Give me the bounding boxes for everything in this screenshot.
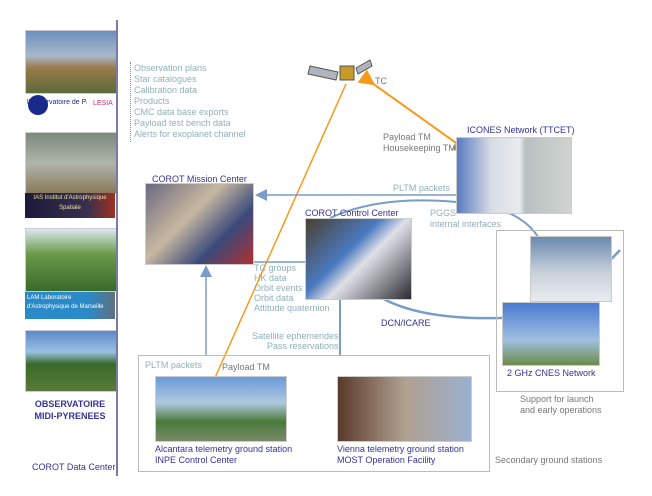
tc-label: TC bbox=[375, 76, 387, 86]
payload-tm-label: Payload TM Housekeeping TM bbox=[383, 132, 456, 153]
vienna-photo bbox=[337, 376, 472, 442]
data-center-label: COROT Data Center bbox=[32, 462, 116, 472]
control-center-title: COROT Control Center bbox=[305, 208, 399, 218]
omp-photo bbox=[25, 330, 117, 392]
ias-banner: IAS Institut d'Astrophysique Spatiale bbox=[25, 193, 115, 218]
cnes-box bbox=[496, 230, 624, 392]
bottom-pltm-label: PLTM packets bbox=[145, 360, 202, 370]
bottom-payload-label: Payload TM bbox=[222, 362, 270, 372]
dcn-icare-label: DCN/ICARE bbox=[381, 318, 431, 328]
data-list: Observation plans Star catalogues Calibr… bbox=[134, 63, 246, 139]
ephemerides-label: Satellite ephemerides Pass reservations bbox=[252, 331, 339, 351]
secondary-stations-box bbox=[138, 355, 490, 472]
icones-satellite-arrow bbox=[357, 69, 470, 153]
mission-center-title: COROT Mission Center bbox=[152, 174, 247, 184]
icones-title: ICONES Network (TTCET) bbox=[467, 125, 575, 135]
pltm-packets-label: PLTM packets bbox=[393, 183, 450, 193]
alcantara-photo bbox=[155, 376, 287, 442]
control-center-photo bbox=[305, 218, 412, 300]
dotted-line bbox=[130, 62, 131, 142]
observatoire-paris-logo: l'Observatoire de Paris LESIA bbox=[25, 95, 115, 115]
lam-banner: LAM Laboratoire d'Astrophysique de Marse… bbox=[25, 292, 115, 319]
alcantara-caption: Alcantara telemetry ground station INPE … bbox=[155, 444, 293, 465]
tc-uplink-line bbox=[213, 83, 347, 381]
omp-title: OBSERVATOIRE MIDI-PYRENEES bbox=[34, 399, 106, 421]
cnes-antenna-photo-2 bbox=[502, 302, 600, 366]
satellite-icon bbox=[307, 59, 373, 81]
icones-photo bbox=[456, 137, 572, 214]
cnes-label: 2 GHz CNES Network bbox=[507, 368, 596, 378]
divider bbox=[116, 20, 118, 476]
pggs-curve bbox=[329, 199, 541, 241]
pggs-label: PGGS internal interfaces bbox=[430, 208, 502, 229]
vienna-caption: Vienna telemetry ground station MOST Ope… bbox=[337, 444, 464, 465]
support-label: Support for launch and early operations bbox=[520, 394, 602, 415]
cnes-antenna-photo-1 bbox=[530, 236, 612, 302]
tc-list: TC groups HK data Orbit events Orbit dat… bbox=[254, 263, 330, 313]
observatoire-paris-photo bbox=[25, 30, 117, 94]
secondary-stations-label: Secondary ground stations bbox=[495, 455, 603, 465]
mission-center-photo bbox=[145, 183, 254, 265]
